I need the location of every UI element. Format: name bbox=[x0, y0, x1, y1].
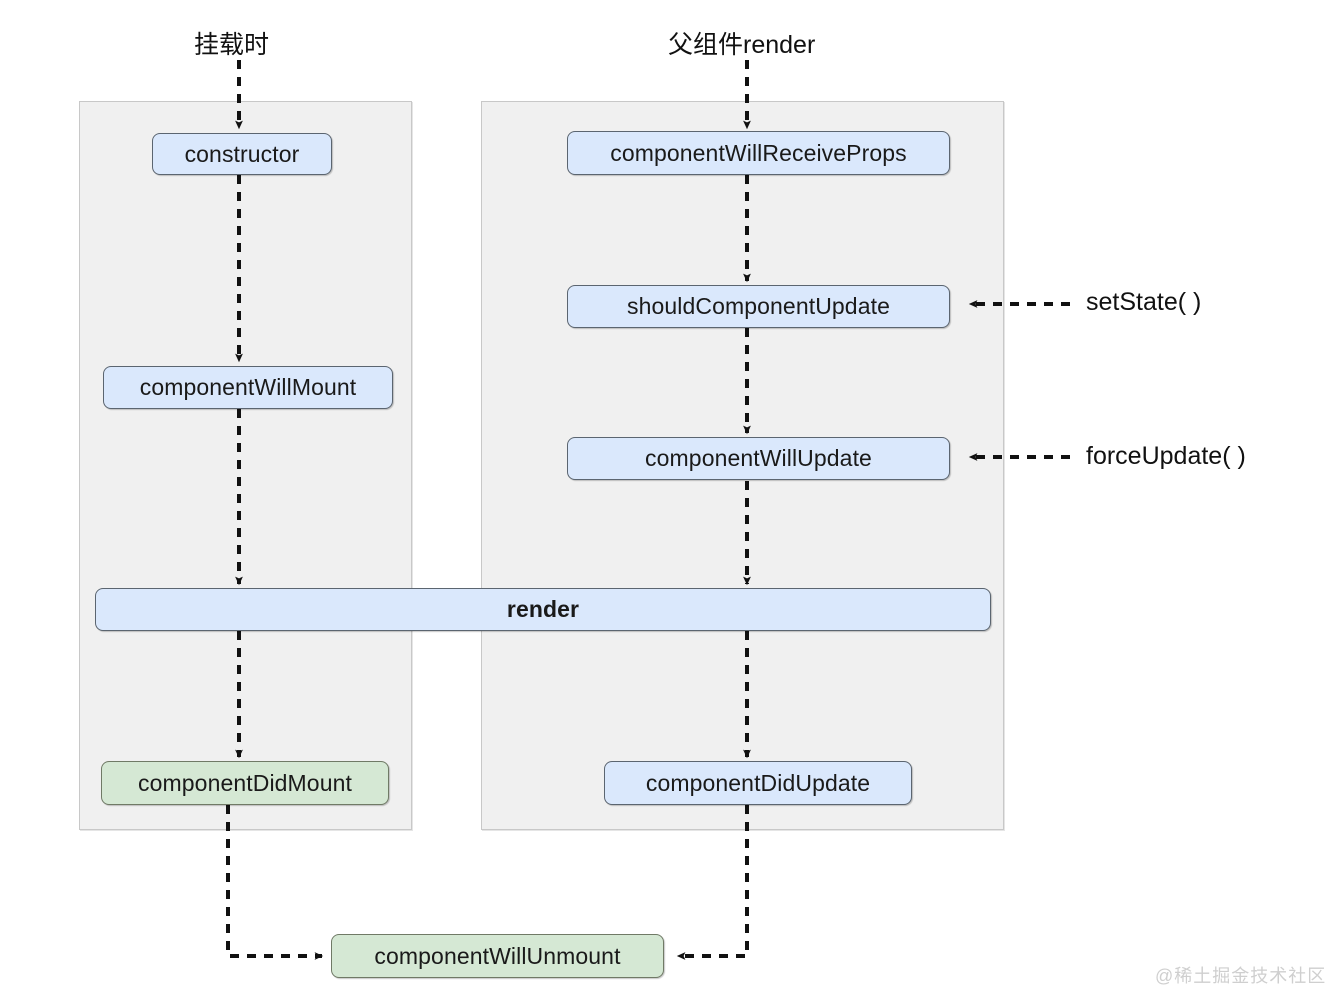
mount-phase-panel bbox=[79, 101, 412, 830]
node-component-did-update[interactable]: componentDidUpdate bbox=[604, 761, 912, 805]
node-component-will-mount[interactable]: componentWillMount bbox=[103, 366, 393, 409]
node-component-will-unmount[interactable]: componentWillUnmount bbox=[331, 934, 664, 978]
node-component-did-mount[interactable]: componentDidMount bbox=[101, 761, 389, 805]
watermark: @稀土掘金技术社区 bbox=[1155, 966, 1327, 986]
update-phase-caption: 父组件render bbox=[668, 31, 816, 59]
mount-phase-caption: 挂载时 bbox=[194, 31, 270, 59]
label-force-update: forceUpdate( ) bbox=[1086, 442, 1246, 470]
node-render[interactable]: render bbox=[95, 588, 991, 631]
node-component-will-update[interactable]: componentWillUpdate bbox=[567, 437, 950, 480]
node-constructor[interactable]: constructor bbox=[152, 133, 332, 175]
node-component-will-receive-props[interactable]: componentWillReceiveProps bbox=[567, 131, 950, 175]
node-should-component-update[interactable]: shouldComponentUpdate bbox=[567, 285, 950, 328]
label-set-state: setState( ) bbox=[1086, 288, 1202, 316]
